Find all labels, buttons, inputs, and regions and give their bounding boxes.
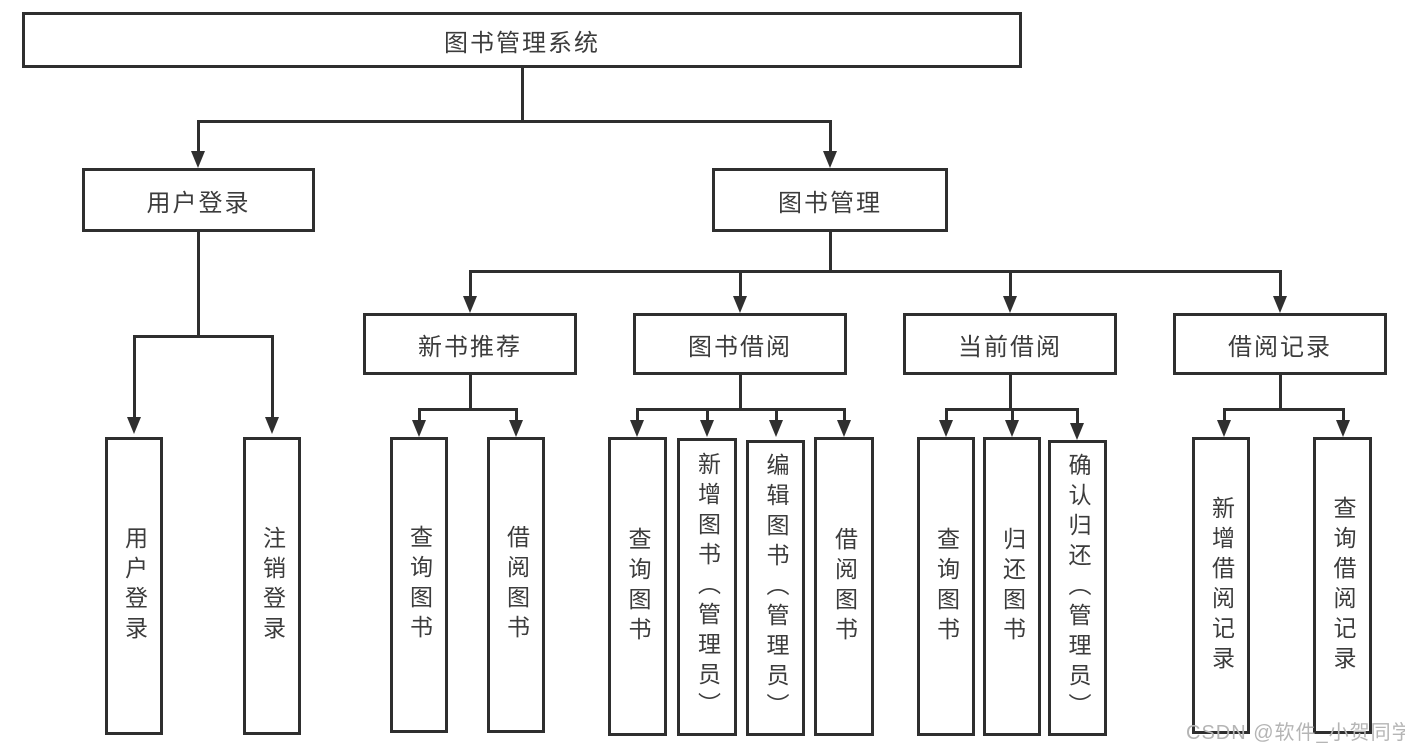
- arrow-down-icon: [1336, 420, 1350, 437]
- connector-line: [418, 408, 421, 422]
- node-query-books-newbook: 查询图书: [390, 437, 448, 733]
- node-label: 归还图书: [999, 526, 1026, 647]
- connector-line: [739, 375, 742, 411]
- node-label: 编辑图书（管理员）: [763, 453, 789, 723]
- connector-line: [1223, 408, 1226, 422]
- csdn-watermark: CSDN @软件_小贺同学: [1186, 722, 1405, 744]
- arrow-down-icon: [1273, 296, 1287, 313]
- connector-line: [739, 270, 742, 296]
- connector-line: [418, 408, 518, 411]
- node-query-books-borrowing: 查询图书: [608, 437, 667, 736]
- connector-line: [197, 232, 200, 338]
- node-label: 借阅图书: [503, 525, 530, 645]
- node-confirm-return-admin: 确认归还（管理员）: [1048, 440, 1107, 736]
- connector-line: [1223, 408, 1345, 411]
- connector-line: [1009, 270, 1012, 296]
- node-label: 新增借阅记录: [1208, 495, 1235, 676]
- node-new-book-recommendation: 新书推荐: [363, 313, 577, 375]
- arrow-down-icon: [265, 417, 279, 434]
- connector-line: [133, 335, 274, 338]
- node-current-borrowing: 当前借阅: [903, 313, 1117, 375]
- node-return-books: 归还图书: [983, 437, 1041, 736]
- arrow-down-icon: [412, 420, 426, 437]
- node-book-management: 图书管理: [712, 168, 948, 232]
- connector-line: [829, 120, 832, 154]
- node-label: 查询图书: [406, 525, 433, 645]
- arrow-down-icon: [733, 296, 747, 313]
- node-edit-books-admin: 编辑图书（管理员）: [746, 440, 805, 736]
- connector-line: [133, 335, 136, 419]
- node-borrow-books-newbook: 借阅图书: [487, 437, 545, 733]
- node-user-login: 用户登录: [82, 168, 315, 232]
- connector-line: [636, 408, 846, 411]
- connector-line: [1342, 408, 1345, 422]
- node-book-borrowing: 图书借阅: [633, 313, 847, 375]
- connector-line: [197, 120, 200, 154]
- node-logout-action: 注销登录: [243, 437, 301, 735]
- node-label: 新增图书（管理员）: [694, 452, 721, 722]
- connector-line: [843, 408, 846, 422]
- arrow-down-icon: [769, 420, 783, 437]
- node-borrow-books-borrowing: 借阅图书: [814, 437, 874, 736]
- node-label: 查询借阅记录: [1330, 495, 1356, 676]
- connector-line: [706, 408, 709, 422]
- connector-line: [1076, 408, 1079, 425]
- arrow-down-icon: [463, 296, 477, 313]
- node-borrowing-records: 借阅记录: [1173, 313, 1387, 375]
- connector-line: [1279, 375, 1282, 411]
- connector-line: [945, 408, 948, 422]
- node-label: 借阅图书: [831, 526, 858, 647]
- node-add-borrow-record: 新增借阅记录: [1192, 437, 1250, 734]
- node-library-management-system: 图书管理系统: [22, 12, 1022, 68]
- arrow-down-icon: [630, 420, 644, 437]
- connector-line: [1011, 408, 1014, 422]
- arrow-down-icon: [509, 420, 523, 437]
- connector-line: [469, 270, 472, 296]
- connector-line: [271, 335, 274, 419]
- arrow-down-icon: [1217, 420, 1231, 437]
- node-label: 查询图书: [933, 526, 960, 647]
- node-add-books-admin: 新增图书（管理员）: [677, 438, 737, 736]
- node-user-login-action: 用户登录: [105, 437, 163, 735]
- connector-line: [521, 68, 524, 122]
- node-label: 查询图书: [625, 526, 651, 647]
- connector-line: [829, 232, 832, 273]
- arrow-down-icon: [191, 151, 205, 168]
- arrow-down-icon: [700, 420, 714, 437]
- arrow-down-icon: [1070, 423, 1084, 440]
- arrow-down-icon: [823, 151, 837, 168]
- arrow-down-icon: [127, 417, 141, 434]
- node-query-books-current: 查询图书: [917, 437, 975, 736]
- connector-line: [1009, 375, 1012, 411]
- connector-line: [1279, 270, 1282, 296]
- arrow-down-icon: [1003, 296, 1017, 313]
- node-label: 用户登录: [121, 526, 148, 646]
- connector-line: [469, 270, 1282, 273]
- connector-line: [469, 375, 472, 411]
- connector-line: [636, 408, 639, 422]
- connector-line: [197, 120, 832, 123]
- node-label: 注销登录: [259, 526, 286, 646]
- arrow-down-icon: [1005, 420, 1019, 437]
- connector-line: [775, 408, 778, 422]
- arrow-down-icon: [837, 420, 851, 437]
- node-query-borrow-record: 查询借阅记录: [1313, 437, 1372, 734]
- arrow-down-icon: [939, 420, 953, 437]
- node-label: 确认归还（管理员）: [1065, 453, 1091, 723]
- connector-line: [515, 408, 518, 422]
